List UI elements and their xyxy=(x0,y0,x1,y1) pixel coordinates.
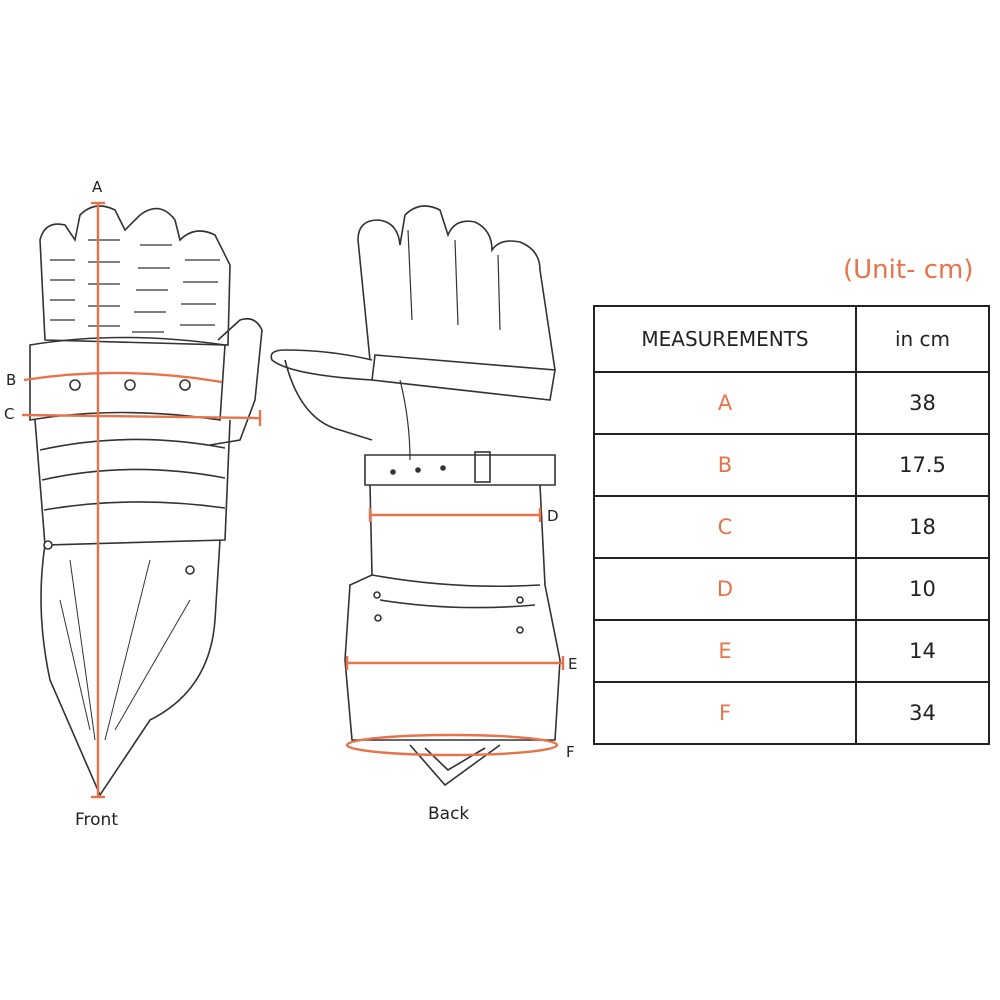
row-value: 34 xyxy=(855,681,990,745)
measurement-lines xyxy=(21,201,565,799)
marker-d: D xyxy=(547,507,559,525)
front-gauntlet xyxy=(29,205,263,797)
row-value: 17.5 xyxy=(855,433,990,497)
row-value: 18 xyxy=(855,495,990,559)
header-in-cm: in cm xyxy=(855,305,990,373)
front-label: Front xyxy=(75,810,118,830)
row-key: A xyxy=(593,371,857,435)
marker-f: F xyxy=(566,743,575,761)
row-value: 14 xyxy=(855,619,990,683)
marker-c: C xyxy=(4,405,15,423)
row-key: D xyxy=(593,557,857,621)
table-header: MEASUREMENTS in cm xyxy=(593,305,990,373)
header-measurements: MEASUREMENTS xyxy=(593,305,857,373)
unit-note: (Unit- cm) xyxy=(843,255,974,285)
marker-a: A xyxy=(92,178,103,196)
row-key: F xyxy=(593,681,857,745)
row-key: C xyxy=(593,495,857,559)
row-value: 38 xyxy=(855,371,990,435)
row-value: 10 xyxy=(855,557,990,621)
marker-e: E xyxy=(568,655,578,673)
row-key: E xyxy=(593,619,857,683)
back-label: Back xyxy=(428,804,470,824)
back-gauntlet xyxy=(270,205,561,787)
row-key: B xyxy=(593,433,857,497)
marker-b: B xyxy=(6,371,17,389)
